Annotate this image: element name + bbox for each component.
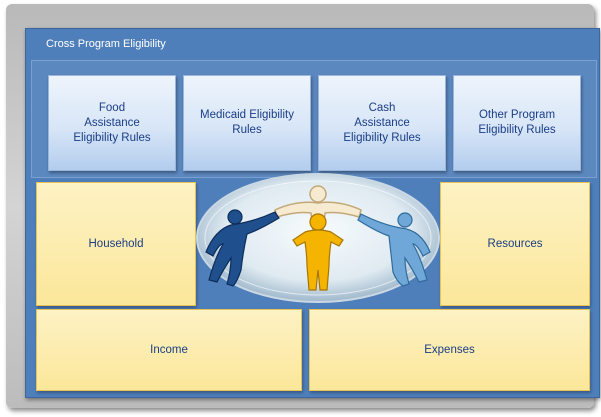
other-program-rules-box: Other Program Eligibility Rules: [453, 75, 581, 171]
household-box: Household: [36, 182, 196, 306]
light-blue-figure-icon: [357, 212, 431, 287]
food-assistance-rules-label: Food Assistance Eligibility Rules: [73, 101, 151, 144]
dark-blue-figure-icon: [205, 209, 280, 287]
expenses-box: Expenses: [309, 309, 590, 391]
resources-box: Resources: [440, 182, 590, 306]
food-assistance-rules-box: Food Assistance Eligibility Rules: [48, 75, 176, 171]
yellow-figure-icon: [292, 213, 344, 291]
diagram-title: Cross Program Eligibility: [46, 38, 166, 50]
income-label: Income: [150, 344, 188, 356]
cash-assistance-rules-label: Cash Assistance Eligibility Rules: [343, 101, 421, 144]
other-program-rules-label: Other Program Eligibility Rules: [478, 109, 556, 136]
medicaid-rules-box: Medicaid Eligibility Rules: [183, 75, 311, 171]
cash-assistance-rules-box: Cash Assistance Eligibility Rules: [318, 75, 446, 171]
medicaid-rules-label: Medicaid Eligibility Rules: [200, 109, 294, 136]
expenses-label: Expenses: [424, 344, 475, 356]
people-circle-icon: [193, 170, 443, 310]
household-label: Household: [88, 238, 144, 250]
income-box: Income: [36, 309, 302, 391]
resources-label: Resources: [487, 238, 543, 250]
